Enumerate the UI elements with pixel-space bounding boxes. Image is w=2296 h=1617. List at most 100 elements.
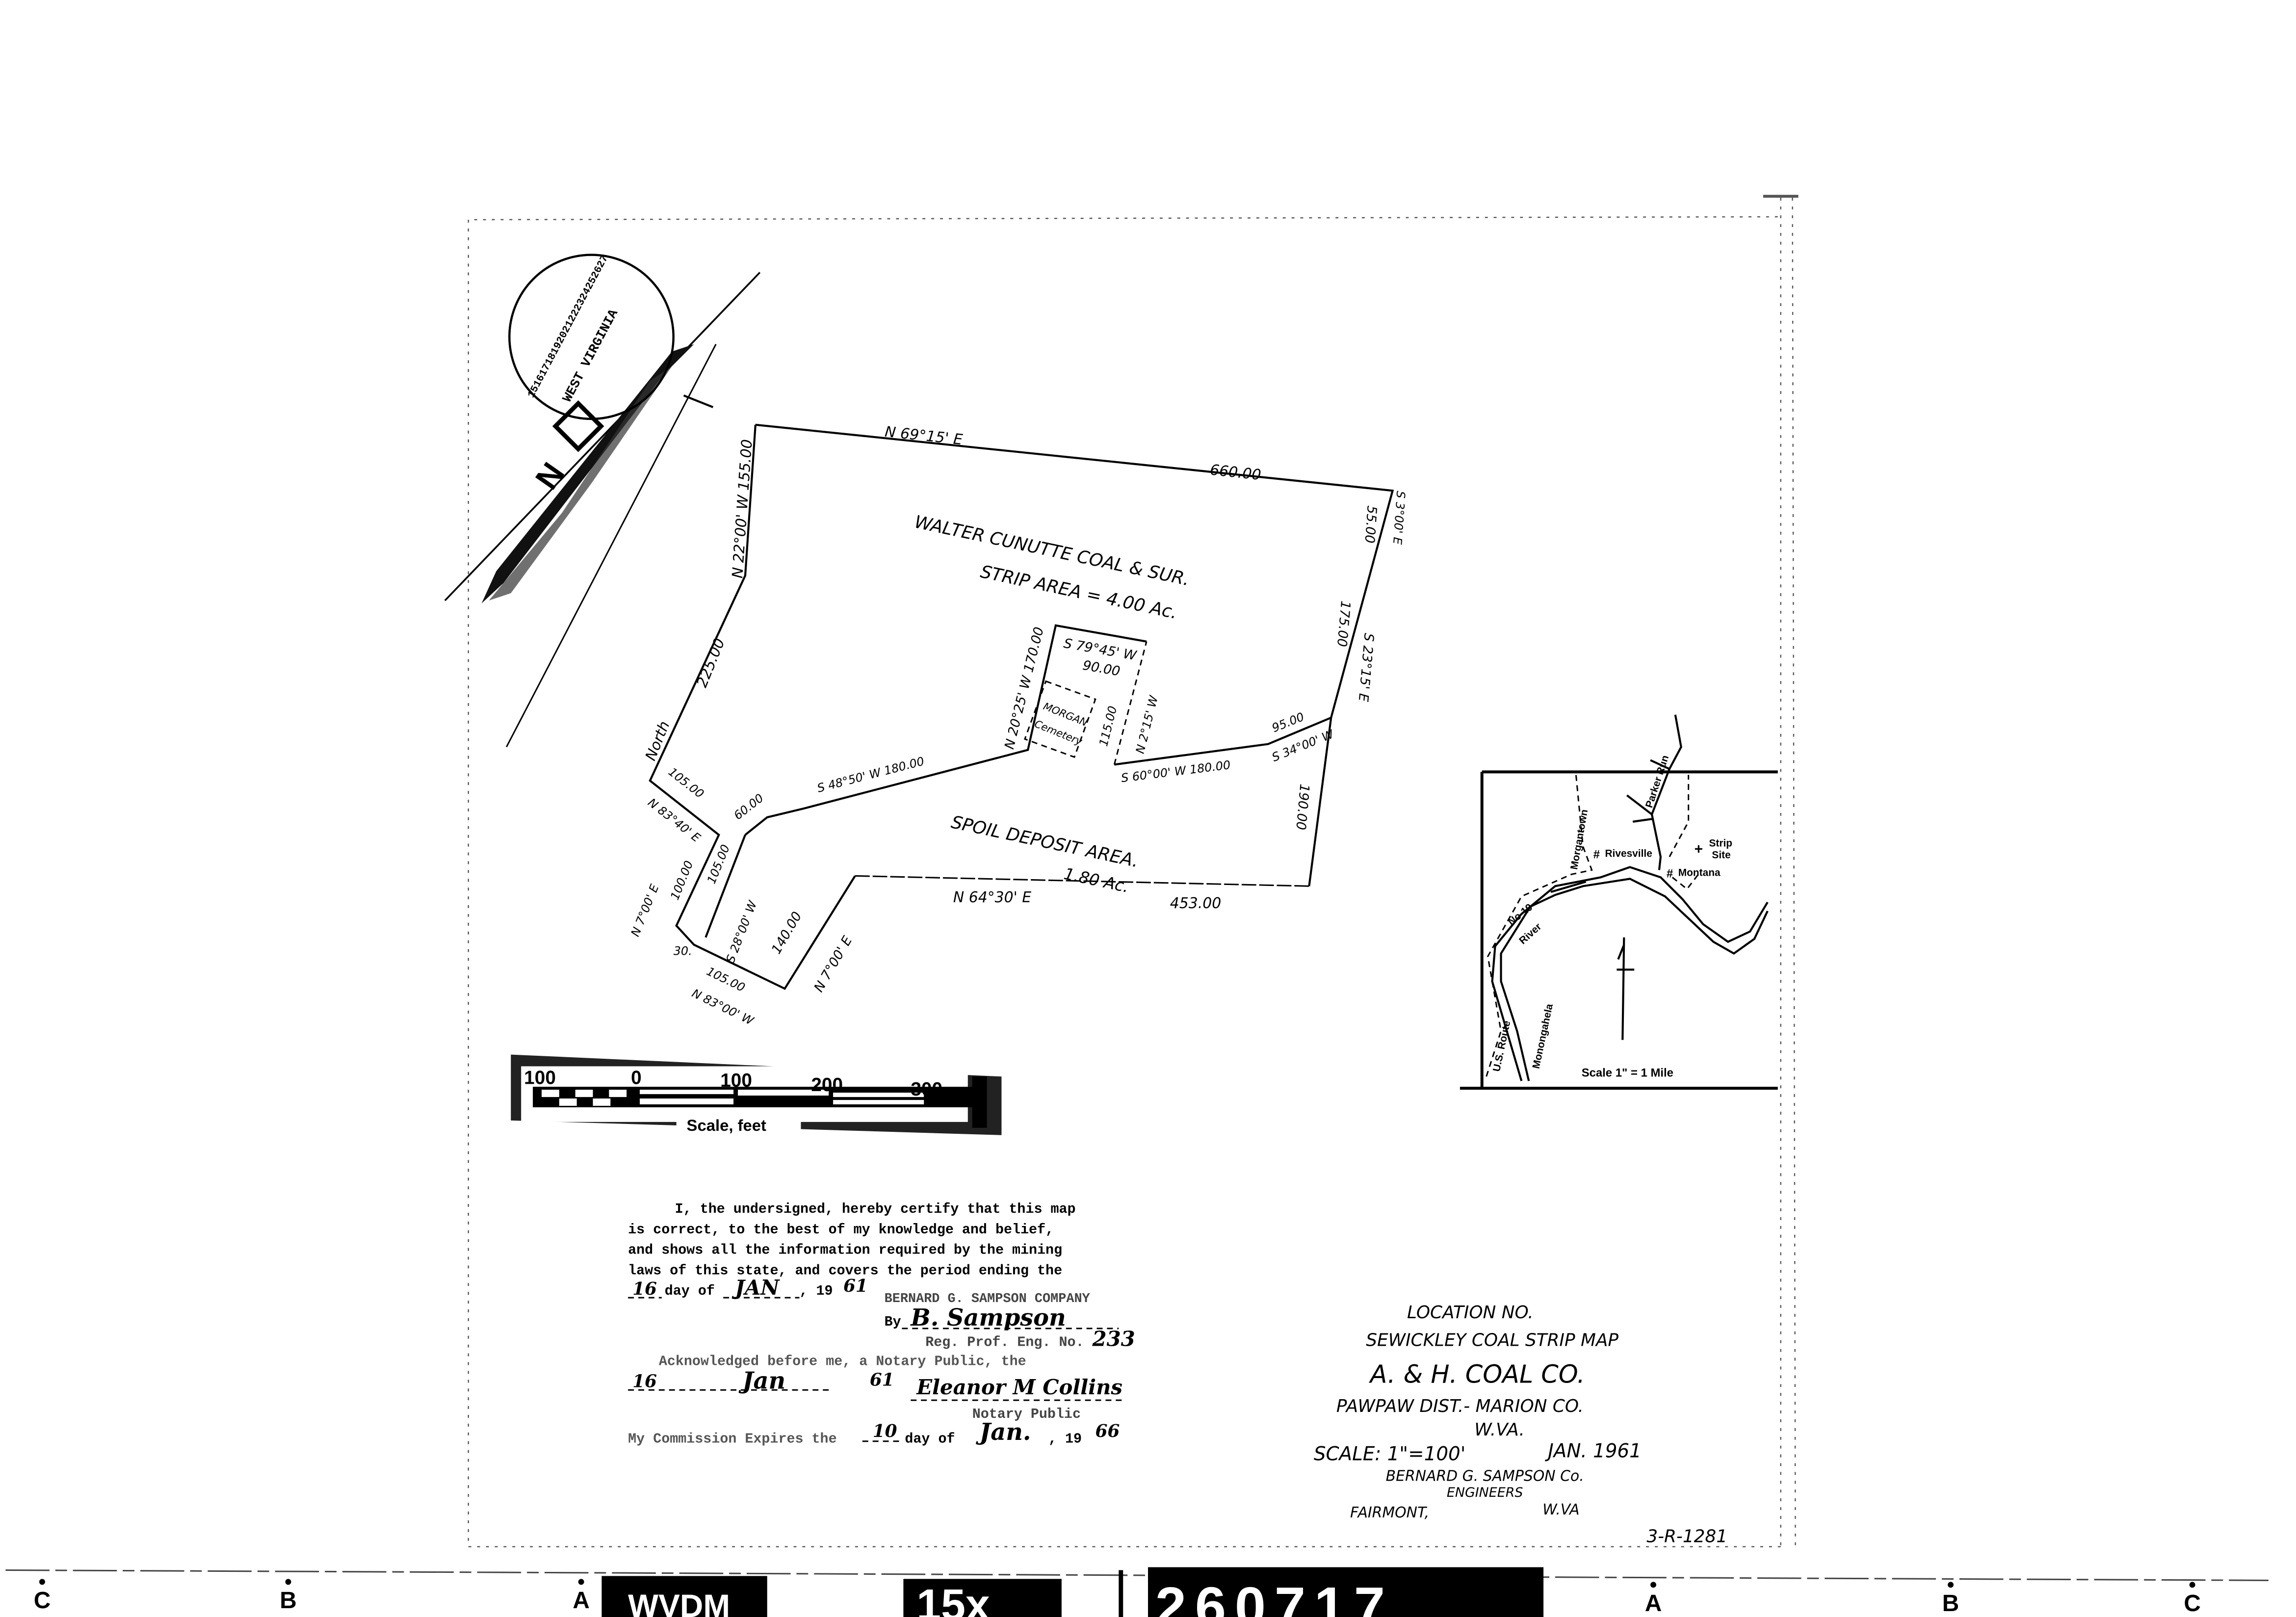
inset-morgantown: Morgantown (1568, 808, 1590, 870)
scale-bar: 100 0 100 200 300 Scale, feet (511, 1054, 1002, 1135)
spoil-north-label: S 48°50' W 180.00 (816, 754, 926, 795)
east-mid-bearing: S 23°15' E (1356, 632, 1377, 702)
inset-north-arrow-icon (1617, 937, 1635, 1040)
sheet-border (468, 195, 1799, 1550)
scale-tick-3: 200 (811, 1074, 843, 1095)
north-distance: 660.00 (1209, 461, 1262, 484)
title-engineer: BERNARD G. SAMPSON Co. (1386, 1467, 1584, 1485)
location-inset-map: # Rivesville # Montana + Strip Site Morg… (1460, 714, 1778, 1090)
bottom-a-bearing: N 83°00' W (690, 986, 757, 1028)
bottom-b-dist: 140.00 (769, 909, 805, 957)
parker-run-creek (1650, 714, 1682, 870)
cert-exp-year-prefix: , 19 (1048, 1431, 1082, 1447)
film-label: WVDM (628, 1588, 730, 1617)
title-engineer-role: ENGINEERS (1447, 1485, 1523, 1500)
scale-tick-2: 100 (720, 1070, 752, 1091)
cert-line1: I, the undersigned, hereby certify that … (675, 1201, 1076, 1217)
scale-label: Scale, feet (687, 1116, 766, 1134)
small-bearing: S 28°00' W (724, 898, 760, 965)
film-marker-left-b: B (280, 1588, 296, 1614)
town-hash-montana: # (1667, 867, 1673, 880)
cert-ack-year: 61 (870, 1369, 894, 1390)
inset-river: River (1517, 921, 1543, 946)
boundary-labels: N 69°15' E 660.00 N 22°00' W 155.00 55.0… (628, 423, 1408, 1028)
cert-day: 16 (632, 1278, 657, 1299)
spoil-area-acres: 1.80 Ac. (1062, 864, 1130, 896)
film-strip: C B A A B C WVDM 15x 260717 (5, 1567, 2269, 1617)
cert-year-prefix: , 19 (799, 1283, 833, 1299)
cert-reg-no: 233 (1092, 1327, 1135, 1351)
west-top-label: N 22°00' W 155.00 (729, 439, 756, 579)
title-scale: SCALE: 1"=100' (1314, 1443, 1466, 1465)
film-roll-number: 260717 (1155, 1576, 1394, 1617)
small-dist: 60.00 (731, 791, 766, 822)
inset-montana: Montana (1678, 867, 1721, 878)
left-a-bearing: N 83°40' E (645, 796, 703, 845)
cert-exp-month: Jan. (976, 1418, 1031, 1446)
left-a-dist: 105.00 (666, 765, 706, 801)
north-arrow-icon (481, 344, 694, 604)
cert-exp-day: 10 (873, 1421, 897, 1441)
title-ref-no: 3-R-1281 (1646, 1527, 1727, 1547)
title-block: LOCATION NO. SEWICKLEY COAL STRIP MAP A.… (1314, 1303, 1727, 1547)
cert-exp-dayof: day of (905, 1431, 955, 1447)
scale-tick-0: 100 (524, 1067, 556, 1088)
cert-line4: laws of this state, and covers the perio… (628, 1262, 1062, 1278)
title-date: JAN. 1961 (1544, 1440, 1641, 1462)
film-marker-right-c: C (2184, 1591, 2200, 1617)
cert-by: By (885, 1314, 901, 1330)
cert-expires: My Commission Expires the (628, 1431, 836, 1447)
strip-site-cross-icon: + (1695, 841, 1703, 858)
inset-strip: Strip (1709, 838, 1732, 849)
inset-scale: Scale 1" = 1 Mile (1582, 1066, 1673, 1079)
title-city: FAIRMONT, (1350, 1504, 1429, 1521)
inset-rivesville: Rivesville (1605, 848, 1652, 860)
notary-signature: Eleanor M Collins (916, 1375, 1122, 1399)
scale-tick-1: 0 (631, 1067, 642, 1088)
inset-monongahela: Monongahela (1531, 1003, 1556, 1070)
film-reduction: 15x (916, 1580, 990, 1617)
bottom-a-dist: 105.00 (704, 965, 747, 995)
bottom-b-bearing: N 7°00' E (811, 934, 855, 995)
cert-day-of: day of (665, 1283, 715, 1299)
left-b-bearing: N 7°00' E (628, 882, 662, 939)
surveyor-certificate: I, the undersigned, hereby certify that … (628, 1201, 1135, 1447)
engineer-signature: B. Sampson (910, 1304, 1066, 1331)
cert-line3: and shows all the information required b… (628, 1242, 1062, 1258)
film-marker-right-a: A (1645, 1591, 1662, 1617)
route-19 (1486, 772, 1593, 1077)
title-map: SEWICKLEY COAL STRIP MAP (1366, 1330, 1618, 1351)
strip-area-boundary (649, 423, 1394, 990)
scale-tick-4: 300 (911, 1079, 942, 1100)
cert-month: JAN (731, 1276, 780, 1300)
cert-ack: Acknowledged before me, a Notary Public,… (659, 1353, 1026, 1369)
spoil-area-label: SPOIL DEPOSIT AREA. (949, 812, 1141, 872)
left-b-dist: 100.00 (668, 859, 696, 902)
river-bank-north (1491, 866, 1769, 1081)
town-hash-rivesville: # (1593, 848, 1600, 861)
notch-left-label: N 20°25' W 170.00 (1002, 626, 1047, 751)
cert-company: BERNARD G. SAMPSON COMPANY (885, 1292, 1091, 1306)
cert-line2: is correct, to the best of my knowledge … (628, 1222, 1054, 1238)
east-top-bearing: S 3°00' E (1390, 491, 1408, 546)
title-district: PAWPAW DIST.- MARION CO. (1336, 1396, 1584, 1416)
cert-reg-label: Reg. Prof. Eng. No. (925, 1334, 1084, 1351)
cert-ack-day: 16 (632, 1371, 657, 1391)
north-bearing: N 69°15' E (884, 423, 964, 448)
title-city-state: W.VA (1542, 1501, 1579, 1518)
title-company: A. & H. COAL CO. (1369, 1359, 1585, 1388)
title-location: LOCATION NO. (1407, 1303, 1534, 1323)
notch-right-dist: 115.00 (1096, 704, 1120, 748)
river-bank-south (1500, 878, 1769, 1081)
south-bearing: N 64°30' E (953, 889, 1031, 906)
left-d: 30. (674, 944, 692, 958)
cert-notary-label: Notary Public (972, 1406, 1081, 1422)
title-state: W.VA. (1474, 1420, 1525, 1440)
east-low-dist: 190.00 (1293, 783, 1312, 831)
notch-top-dist: 90.00 (1081, 658, 1121, 679)
south-distance: 453.00 (1170, 895, 1221, 912)
cemetery-outline (1024, 680, 1096, 758)
notch-right-bearing: N 2°15' W (1133, 694, 1161, 755)
notch-top-bearing: S 79°45' W (1063, 636, 1138, 664)
